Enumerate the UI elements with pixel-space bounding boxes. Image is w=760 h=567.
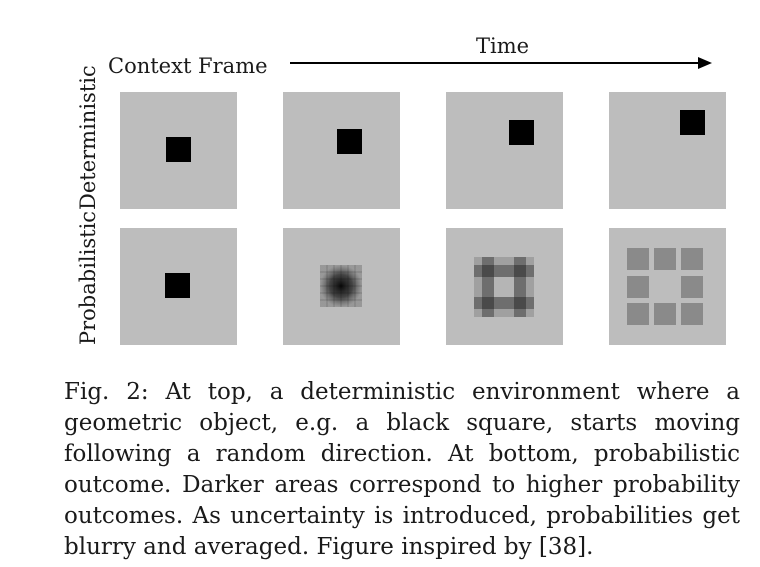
context-frame-label: Context Frame [108,54,268,78]
probabilistic-panel-t2 [446,228,563,345]
time-arrow [290,57,712,69]
deterministic-row-label: Deterministic [76,65,100,210]
figure-caption: Fig. 2: At top, a deterministic environm… [64,379,740,560]
time-label: Time [476,34,530,58]
probabilistic-panel-t3 [609,228,726,345]
deterministic-panel-t1 [283,92,400,209]
probabilistic-row-label: Probabilistic [76,210,100,345]
deterministic-panel-t2 [446,92,563,209]
probabilistic-panel-context [120,228,237,345]
probabilistic-panel-t1 [283,228,400,345]
deterministic-panel-t3 [609,92,726,209]
deterministic-panel-context [120,92,237,209]
